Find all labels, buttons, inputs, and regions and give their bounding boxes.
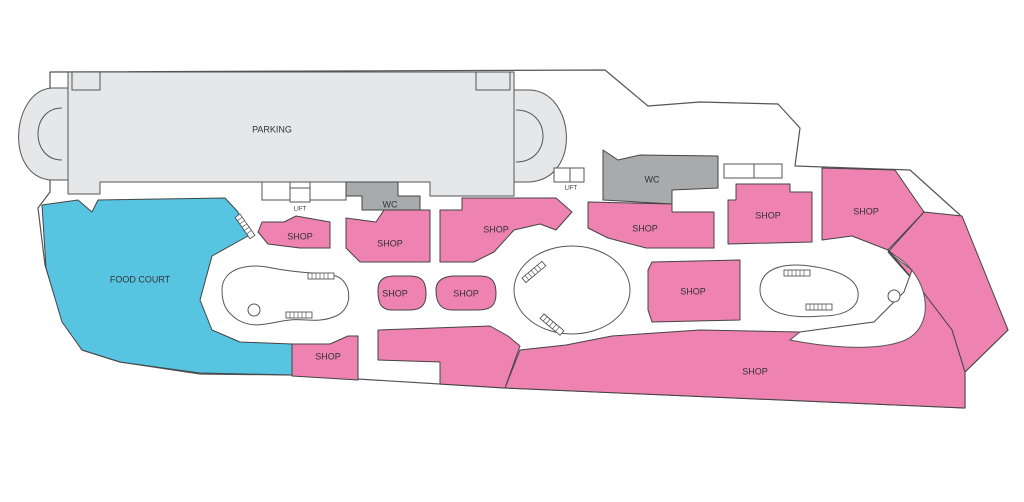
escalator-icon — [783, 269, 811, 277]
shop-2[interactable] — [345, 209, 431, 263]
lift-label-left: LIFT — [294, 207, 307, 213]
food-court-label: FOOD COURT — [110, 274, 171, 284]
atrium-center — [513, 245, 631, 335]
wc-right[interactable] — [602, 149, 719, 205]
parking-deck — [67, 71, 515, 197]
parking-ramp-left — [18, 87, 69, 181]
escalator-icon — [539, 313, 565, 336]
shop-8[interactable] — [435, 275, 497, 311]
shop-3[interactable] — [439, 197, 573, 263]
pillar-icon — [887, 289, 901, 303]
shop-6-label: SHOP — [853, 206, 879, 216]
shop-10[interactable] — [291, 335, 359, 381]
shop-10-label: SHOP — [315, 351, 341, 361]
escalator-icon — [805, 303, 833, 311]
shop-large-bottom-label: SHOP — [742, 366, 768, 376]
parking-ramp-right — [511, 89, 567, 183]
parking-label: PARKING — [252, 124, 292, 134]
lift-right[interactable]: LIFT — [553, 167, 585, 192]
shop-7[interactable] — [377, 275, 427, 311]
shop-7-label: SHOP — [382, 288, 408, 298]
escalator-icon — [521, 260, 547, 284]
shop-3-label: SHOP — [483, 224, 509, 234]
shop-9[interactable] — [647, 259, 741, 323]
escalator-icon — [285, 311, 313, 319]
atrium-right — [759, 264, 859, 318]
shop-2-label: SHOP — [377, 238, 403, 248]
shop-1[interactable] — [257, 215, 331, 249]
food-court[interactable] — [41, 197, 293, 376]
shop-9-label: SHOP — [680, 286, 706, 296]
lift-label-right: LIFT — [565, 186, 578, 192]
shop-5-label: SHOP — [755, 210, 781, 220]
shop-8-label: SHOP — [453, 288, 479, 298]
parking-area[interactable]: PARKING — [18, 71, 567, 197]
lift-left[interactable]: LIFT — [261, 181, 347, 213]
escalator-icon — [234, 213, 256, 240]
wc-label-right: WC — [645, 174, 660, 184]
pillar-icon — [247, 303, 261, 317]
wc-label-left: WC — [383, 199, 398, 209]
shop-4[interactable] — [587, 201, 715, 249]
shop-5[interactable] — [727, 183, 813, 245]
shop-11[interactable] — [377, 325, 521, 389]
shop-1-label: SHOP — [287, 231, 313, 241]
shop-4-label: SHOP — [632, 223, 658, 233]
escalator-icon — [307, 272, 335, 280]
